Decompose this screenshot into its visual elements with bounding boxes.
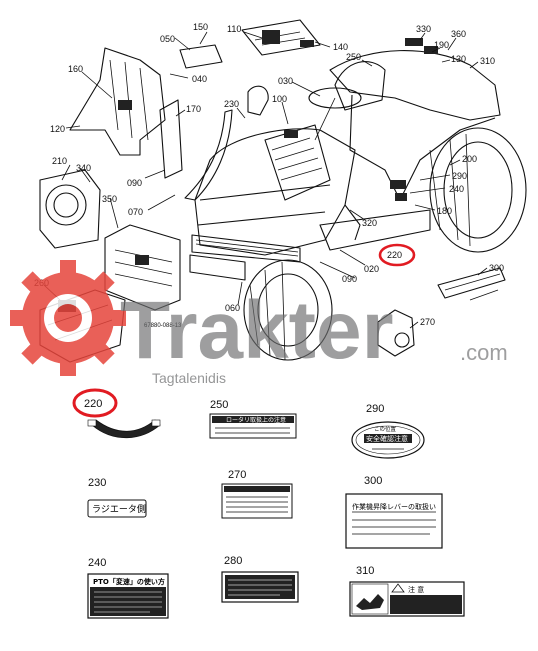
callout-180: 180 [437,206,452,216]
callout-190: 190 [434,40,449,50]
watermark: Trakter .com Tagtalenidis [10,260,508,386]
watermark-brand: Trakter [120,285,394,376]
callout-140: 140 [333,42,348,52]
callout-060: 060 [225,303,240,313]
callout-070: 070 [128,207,143,217]
decal-310-number: 310 [356,565,374,577]
decal-300-number: 300 [364,475,382,487]
decal-310: 310 注 意 [349,565,465,617]
callout-250: 250 [346,52,361,62]
callout-020: 020 [364,264,379,274]
callout-100: 100 [272,94,287,104]
decal-290: 290 この位置 安全確認注意 [351,403,425,459]
callout-320: 320 [362,218,377,228]
callout-310: 310 [480,56,495,66]
callout-160: 160 [68,64,83,74]
callout-240: 240 [449,184,464,194]
decal-250-title: ロータリ取扱上の注意 [226,416,286,424]
decal-270: 270 [221,469,293,519]
warning-triangle-icon [391,583,405,593]
highlight-circle-220-detail [72,388,118,418]
callout-090-right: 090 [342,274,357,284]
decal-250: 250 ロータリ取扱上の注意 [209,399,297,439]
highlight-circle-220-top [378,243,416,267]
decal-detail-section: 220 250 ロータリ取扱上の注意 290 この位置 安全確認注意 230 [72,388,465,619]
callout-050: 050 [160,34,175,44]
callout-030: 030 [278,76,293,86]
decal-240-title: PTO「変速」の使い方 [93,577,165,586]
decal-250-number: 250 [210,399,228,411]
decal-270-number: 270 [228,469,246,481]
callout-110: 110 [227,24,241,34]
decal-240: 240 PTO「変速」の使い方 [87,557,169,619]
gear-logo-icon [10,260,126,376]
callout-290: 290 [452,171,467,181]
watermark-tagline: Tagtalenidis [152,370,226,386]
decal-220: 220 [72,388,161,438]
callout-340: 340 [76,163,91,173]
callout-230: 230 [224,99,239,109]
callout-150: 150 [193,22,208,32]
decal-300-title: 作業機昇降レバーの取扱い [352,502,436,511]
callout-120: 120 [50,124,65,134]
callout-350: 350 [102,194,117,204]
callout-270: 270 [420,317,435,327]
callout-040: 040 [192,74,207,84]
decal-280: 280 [221,555,299,603]
decal-230-text: ラジエータ側 [92,503,146,515]
callout-300: 300 [489,263,504,273]
callout-200: 200 [462,154,477,164]
callout-170: 170 [186,104,201,114]
callout-330: 330 [416,24,431,34]
callout-220-highlighted: 220 [387,250,402,260]
callout-130: 130 [451,54,466,64]
drawing-number: 67880-088-13 [144,323,182,329]
warning-pictogram-icon [356,594,384,610]
decal-220-number: 220 [84,398,102,410]
decal-280-number: 280 [224,555,242,567]
decal-230-number: 230 [88,477,106,489]
decal-290-number: 290 [366,403,384,415]
decal-220-arc-shape [91,419,161,438]
decal-300: 300 作業機昇降レバーの取扱い [345,475,443,549]
decal-290-top-text: この位置 [374,425,397,433]
decal-310-title: 注 意 [408,585,424,594]
decal-240-number: 240 [88,557,106,569]
callout-360: 360 [451,29,466,39]
watermark-suffix: .com [460,340,508,365]
decal-290-main-text: 安全確認注意 [366,434,408,443]
callout-210: 210 [52,156,67,166]
callout-090-left: 090 [127,178,142,188]
decal-230: 230 ラジエータ側 [87,477,147,518]
